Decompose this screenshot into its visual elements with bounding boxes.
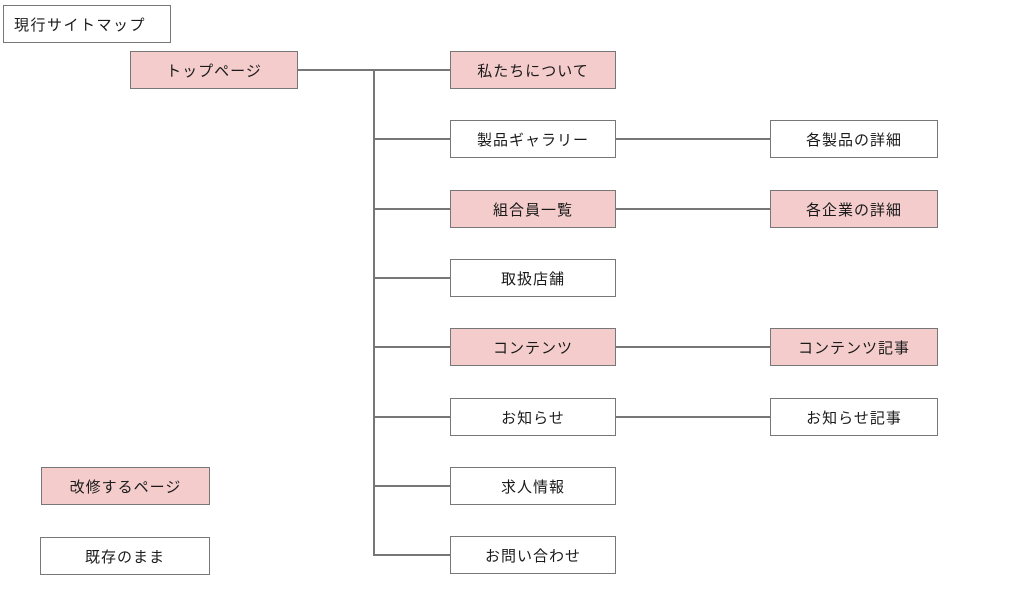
connector-line xyxy=(616,346,770,348)
node-top-page: トップページ xyxy=(130,51,298,89)
node-product-gallery: 製品ギャラリー xyxy=(450,120,616,158)
connector-line xyxy=(373,277,450,279)
connector-line xyxy=(373,554,450,556)
connector-line xyxy=(616,138,770,140)
legend-item-renovate: 改修するページ xyxy=(41,467,210,505)
node-jobs: 求人情報 xyxy=(450,467,616,505)
node-contents-article: コンテンツ記事 xyxy=(770,328,938,366)
node-news-article: お知らせ記事 xyxy=(770,398,938,436)
connector-line xyxy=(616,416,770,418)
connector-line xyxy=(373,208,450,210)
node-contents: コンテンツ xyxy=(450,328,616,366)
legend-item-existing: 既存のまま xyxy=(40,537,210,575)
node-about-us: 私たちについて xyxy=(450,51,616,89)
trunk-line xyxy=(373,69,375,555)
node-product-detail: 各製品の詳細 xyxy=(770,120,938,158)
node-contact: お問い合わせ xyxy=(450,536,616,574)
connector-line xyxy=(616,208,770,210)
node-company-detail: 各企業の詳細 xyxy=(770,190,938,228)
diagram-title-box: 現行サイトマップ xyxy=(3,5,171,43)
connector-line xyxy=(373,485,450,487)
node-news: お知らせ xyxy=(450,398,616,436)
connector-line xyxy=(373,346,450,348)
connector-line xyxy=(373,416,450,418)
connector-line xyxy=(373,138,450,140)
node-stores: 取扱店舗 xyxy=(450,259,616,297)
node-member-list: 組合員一覧 xyxy=(450,190,616,228)
